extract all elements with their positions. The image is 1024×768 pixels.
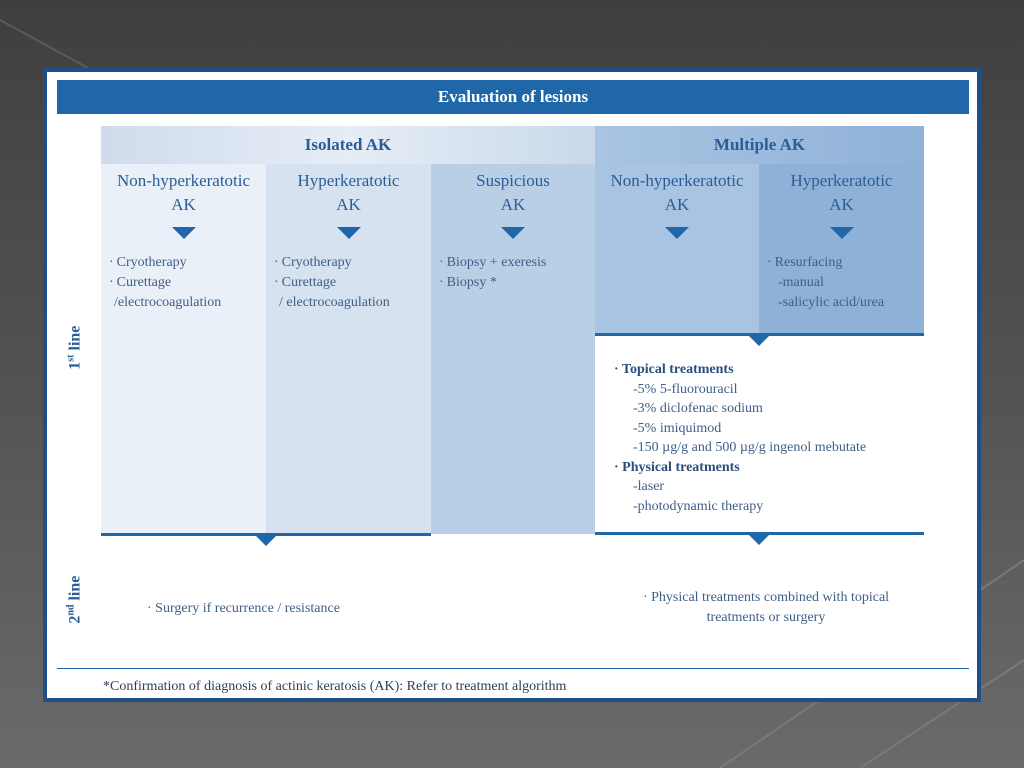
treatment-list: ·Resurfacing -manual -salicylic acid/ure…	[759, 253, 924, 313]
column-title-line: AK	[664, 195, 690, 214]
column-title: Hyperkeratotic AK	[266, 164, 431, 217]
list-item: -5% imiquimod	[633, 420, 722, 436]
list-item: /electrocoagulation	[114, 295, 222, 310]
pointer-triangle-icon	[749, 535, 769, 545]
list-item: -salicylic acid/urea	[778, 295, 885, 310]
divider-multiple-top	[595, 333, 924, 336]
list-item: ·Biopsy *	[439, 275, 497, 290]
treatment-list: ·Cryotherapy ·Curettage / electrocoagula…	[266, 253, 431, 313]
column-isolated-hyperkeratotic: Hyperkeratotic AK ·Cryotherapy ·Curettag…	[266, 164, 431, 534]
list-heading: · Topical treatments	[614, 362, 734, 377]
down-arrow-icon	[665, 227, 689, 239]
column-title-line: AK	[336, 195, 361, 214]
divider-multiple-bottom	[595, 532, 924, 535]
pointer-triangle-icon	[749, 336, 769, 346]
treatment-list: · Topical treatments -5% 5-fluorouracil …	[614, 360, 924, 516]
footnote: *Confirmation of diagnosis of actinic ke…	[103, 679, 567, 694]
down-arrow-icon	[336, 227, 361, 239]
column-multiple-non-hyperkeratotic: Non-hyperkeratotic AK	[595, 164, 759, 334]
treatment-list: ·Cryotherapy ·Curettage /electrocoagulat…	[101, 253, 266, 313]
list-item: -laser	[633, 479, 665, 494]
treatment-list: ·Biopsy + exeresis ·Biopsy *	[431, 253, 595, 293]
diagram-title: Evaluation of lesions	[57, 80, 969, 114]
down-arrow-icon	[829, 227, 854, 239]
multiple-ak-treatments: · Topical treatments -5% 5-fluorouracil …	[614, 360, 924, 516]
list-heading: · Physical treatments	[614, 459, 740, 475]
second-line-text: · Physical treatments combined with topi…	[642, 590, 890, 605]
list-item: ·Curettage	[274, 275, 337, 290]
list-item: -manual	[778, 275, 824, 290]
column-title: Non-hyperkeratotic AK	[101, 164, 266, 217]
list-item: ·Cryotherapy	[109, 255, 187, 270]
list-item: ·Biopsy + exeresis	[439, 255, 547, 270]
column-multiple-hyperkeratotic: Hyperkeratotic AK ·Resurfacing -manual -…	[759, 164, 924, 334]
list-item: ·Curettage	[109, 275, 172, 290]
group-header-multiple-ak: Multiple AK	[595, 126, 924, 164]
list-item: -150 µg/g and 500 µg/g ingenol mebutate	[633, 440, 867, 455]
column-title-line: AK	[829, 195, 854, 214]
column-title-line: AK	[171, 195, 196, 214]
column-title-line: Non-hyperkeratotic	[116, 171, 251, 190]
second-line-label: 2nd line	[65, 575, 84, 624]
list-item: -photodynamic therapy	[633, 498, 764, 514]
column-title-line: Non-hyperkeratotic	[610, 171, 744, 190]
second-line-text: treatments or surgery	[706, 610, 826, 625]
group-header-isolated-ak: Isolated AK	[101, 126, 595, 164]
column-title-line: AK	[500, 195, 526, 214]
list-item: -3% diclofenac sodium	[633, 401, 763, 416]
down-arrow-icon	[501, 227, 525, 239]
column-isolated-suspicious: Suspicious AK ·Biopsy + exeresis ·Biopsy…	[431, 164, 595, 534]
second-line-multiple: · Physical treatments combined with topi…	[616, 588, 916, 628]
list-item: / electrocoagulation	[279, 295, 390, 310]
footer-divider	[57, 668, 969, 669]
column-title-line: Hyperkeratotic	[297, 171, 400, 190]
column-title-line: Suspicious	[476, 171, 550, 190]
divider-isolated-bottom	[101, 533, 431, 536]
first-line-label: 1st line	[65, 325, 84, 370]
down-arrow-icon	[171, 227, 196, 239]
second-line-isolated: · Surgery if recurrence / resistance	[147, 601, 340, 616]
column-title: Hyperkeratotic AK	[759, 164, 924, 217]
list-item: ·Cryotherapy	[274, 255, 352, 270]
list-item: -5% 5-fluorouracil	[633, 381, 738, 397]
pointer-triangle-icon	[256, 536, 276, 546]
column-title: Suspicious AK	[431, 164, 595, 217]
column-title-line: Hyperkeratotic	[790, 171, 893, 190]
column-title: Non-hyperkeratotic AK	[595, 164, 759, 217]
list-item: ·Resurfacing	[767, 255, 843, 270]
column-isolated-non-hyperkeratotic: Non-hyperkeratotic AK ·Cryotherapy ·Cure…	[101, 164, 266, 534]
